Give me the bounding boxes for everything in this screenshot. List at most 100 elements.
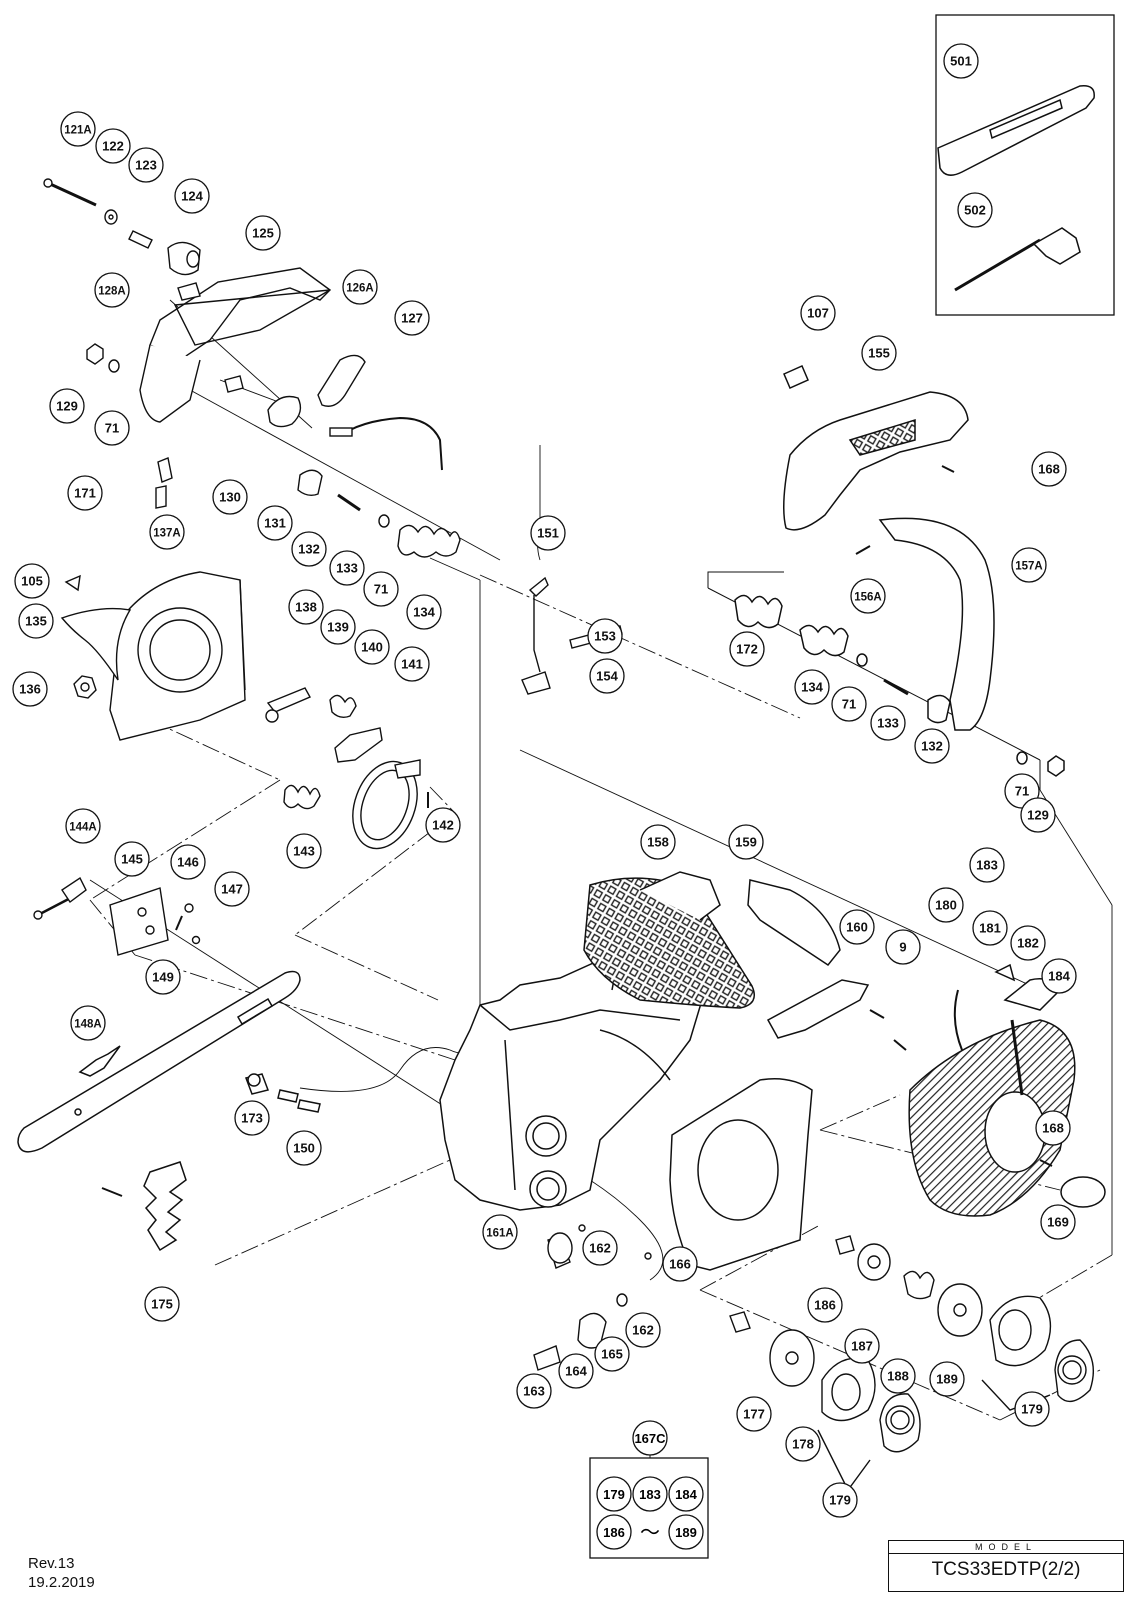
part-number: 133 (336, 561, 358, 576)
part-callout: 182 (1010, 925, 1046, 961)
part-callout: 158 (640, 824, 676, 860)
part-callout: 122 (95, 128, 131, 164)
part-number: 141 (401, 657, 423, 672)
part-callout: 142 (425, 807, 461, 843)
kit-item: 179 (603, 1487, 625, 1502)
part-callout: 129 (49, 388, 85, 424)
part-callout: 166 (662, 1246, 698, 1282)
part-number: 123 (135, 158, 157, 173)
part-callout: 165 (594, 1336, 630, 1372)
part-callout: 178 (785, 1426, 821, 1462)
kit-item: 189 (675, 1525, 697, 1540)
part-callout: 183 (969, 847, 1005, 883)
part-number: 172 (736, 642, 758, 657)
callout-circle (928, 887, 964, 923)
kit-range-symbol: 〜 (640, 1520, 660, 1544)
part-callout: 144A (65, 808, 101, 844)
part-number: 188 (887, 1369, 909, 1384)
part-callout: 131 (257, 505, 293, 541)
starter-parts (729, 1235, 1094, 1492)
part-number: 175 (151, 1297, 173, 1312)
callout-circle (1010, 925, 1046, 961)
callout-circle (14, 563, 50, 599)
part-number: 137A (153, 528, 181, 540)
brake-parts (265, 687, 429, 850)
part-callout: 150 (286, 1130, 322, 1166)
part-number: 122 (102, 139, 124, 154)
top-handle-assembly (43, 178, 461, 558)
part-number: 184 (1048, 969, 1070, 984)
callout-circle (957, 192, 993, 228)
part-callout: 169 (1040, 1204, 1076, 1240)
part-number: 160 (846, 920, 868, 935)
callout-circle (18, 603, 54, 639)
revision-text: Rev.13 (28, 1555, 75, 1572)
part-callout: 125 (245, 215, 281, 251)
part-callout: 127 (394, 300, 430, 336)
revision-date: 19.2.2019 (28, 1574, 95, 1591)
callout-circle (1011, 547, 1047, 583)
callout-circle (831, 686, 867, 722)
part-callout: 132 (291, 531, 327, 567)
part-number: 107 (807, 306, 829, 321)
callout-circle (1020, 797, 1056, 833)
callout-circle (65, 808, 101, 844)
callout-circle (587, 618, 623, 654)
callout-circle (363, 571, 399, 607)
chain-tensioner-parts (33, 876, 201, 956)
part-number: 156A (854, 592, 882, 604)
part-callout: 146 (170, 844, 206, 880)
part-callout: 134 (794, 669, 830, 705)
part-callout: 71 (831, 686, 867, 722)
part-number: 126A (346, 283, 374, 295)
part-number: 155 (868, 346, 890, 361)
part-callout: 172 (729, 631, 765, 667)
callout-circle (406, 594, 442, 630)
part-callout: 145 (114, 841, 150, 877)
part-callout: 121A (60, 111, 96, 147)
part-callout: 168 (1031, 451, 1067, 487)
part-callout: 134 (406, 594, 442, 630)
part-number: 153 (594, 629, 616, 644)
part-number: 142 (432, 818, 454, 833)
part-number: 139 (327, 620, 349, 635)
part-callout: 155 (861, 335, 897, 371)
part-number: 501 (950, 54, 972, 69)
part-callout: 164 (558, 1353, 594, 1389)
part-callout: 161A (482, 1214, 518, 1250)
callout-circle (70, 1005, 106, 1041)
callout-circle (839, 909, 875, 945)
callout-circle (800, 295, 836, 331)
part-callout: 149 (145, 959, 181, 995)
callout-circle (844, 1328, 880, 1364)
callout-circle (589, 658, 625, 694)
part-callout: 175 (144, 1286, 180, 1322)
part-callout: 143 (286, 833, 322, 869)
callout-circle (850, 578, 886, 614)
part-number: 158 (647, 835, 669, 850)
part-number: 125 (252, 226, 274, 241)
part-callout: 105 (14, 563, 50, 599)
callout-circle (482, 1214, 518, 1250)
callout-circle (128, 147, 164, 183)
callout-circle (320, 609, 356, 645)
part-callout: 151 (530, 515, 566, 551)
part-callout: 163 (516, 1373, 552, 1409)
part-number: 129 (1027, 808, 1049, 823)
part-number: 159 (735, 835, 757, 850)
callout-circle (291, 531, 327, 567)
part-number: 140 (361, 640, 383, 655)
guide-bar (17, 970, 321, 1252)
model-box: MODEL TCS33EDTP(2/2) (888, 1540, 1124, 1592)
callout-circle (736, 1396, 772, 1432)
part-number: 105 (21, 574, 43, 589)
callout-circle (662, 1246, 698, 1282)
rear-handle (734, 365, 1065, 777)
part-number: 169 (1047, 1215, 1069, 1230)
callout-circle (67, 475, 103, 511)
part-number: 138 (295, 600, 317, 615)
part-callout: 135 (18, 603, 54, 639)
part-number: 71 (1015, 784, 1029, 799)
part-number: 168 (1042, 1121, 1064, 1136)
callout-circle (785, 1426, 821, 1462)
